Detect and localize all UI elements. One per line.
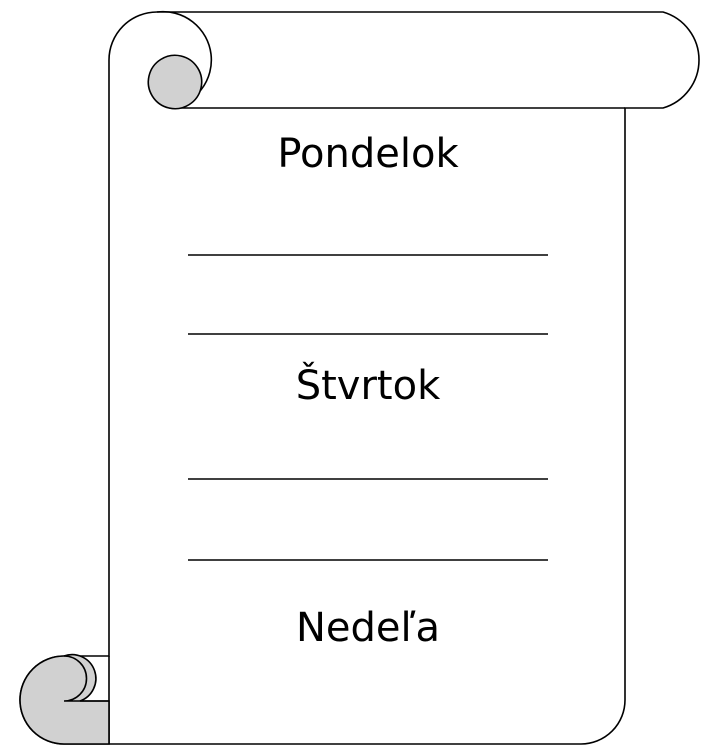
day-label-thursday: Štvrtok: [188, 362, 548, 410]
top-curl-fill: [148, 55, 201, 108]
day-label-sunday: Nedeľa: [188, 604, 548, 652]
day-label-monday: Pondelok: [188, 130, 548, 178]
